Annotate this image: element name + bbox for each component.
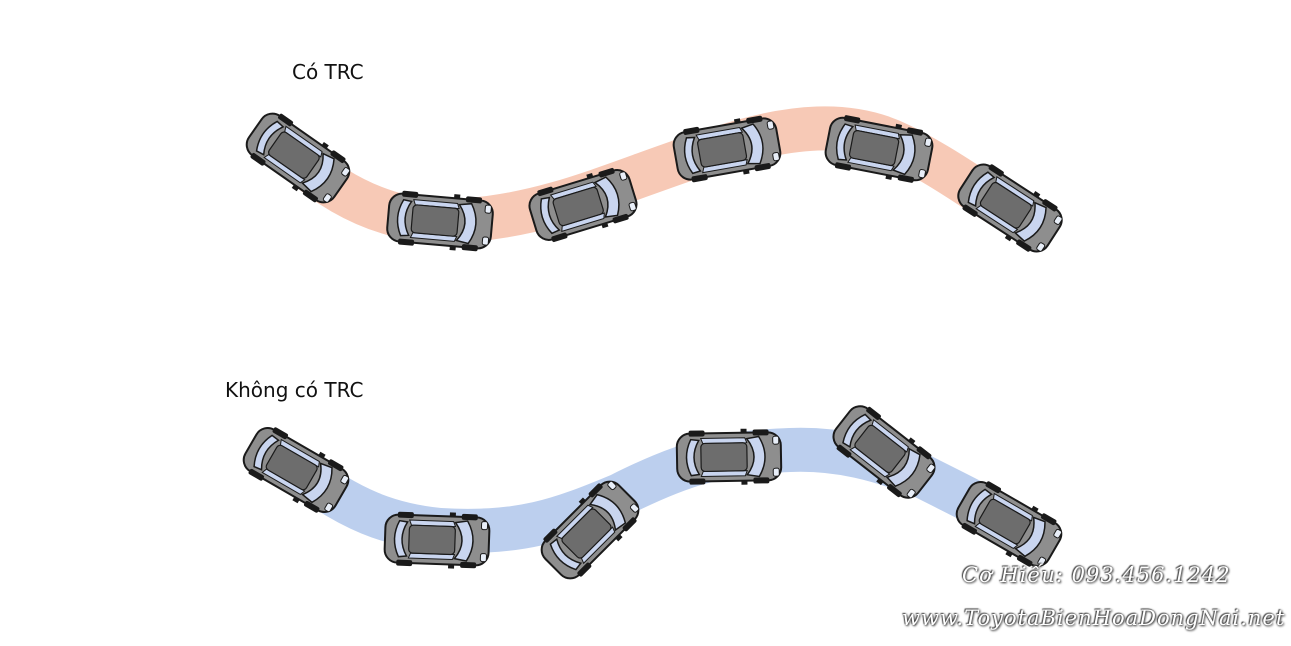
car-without-trc-2 — [383, 509, 491, 571]
label-with-trc: Có TRC — [292, 60, 364, 84]
watermark-website: www.ToyotaBienHoaDongNai.net — [902, 606, 1286, 630]
watermark-phone: Cơ Hiếu: 093.456.1242 — [962, 563, 1231, 587]
car-without-trc-4 — [675, 427, 783, 487]
car-with-trc-2 — [384, 187, 496, 255]
label-without-trc: Không có TRC — [225, 378, 364, 402]
